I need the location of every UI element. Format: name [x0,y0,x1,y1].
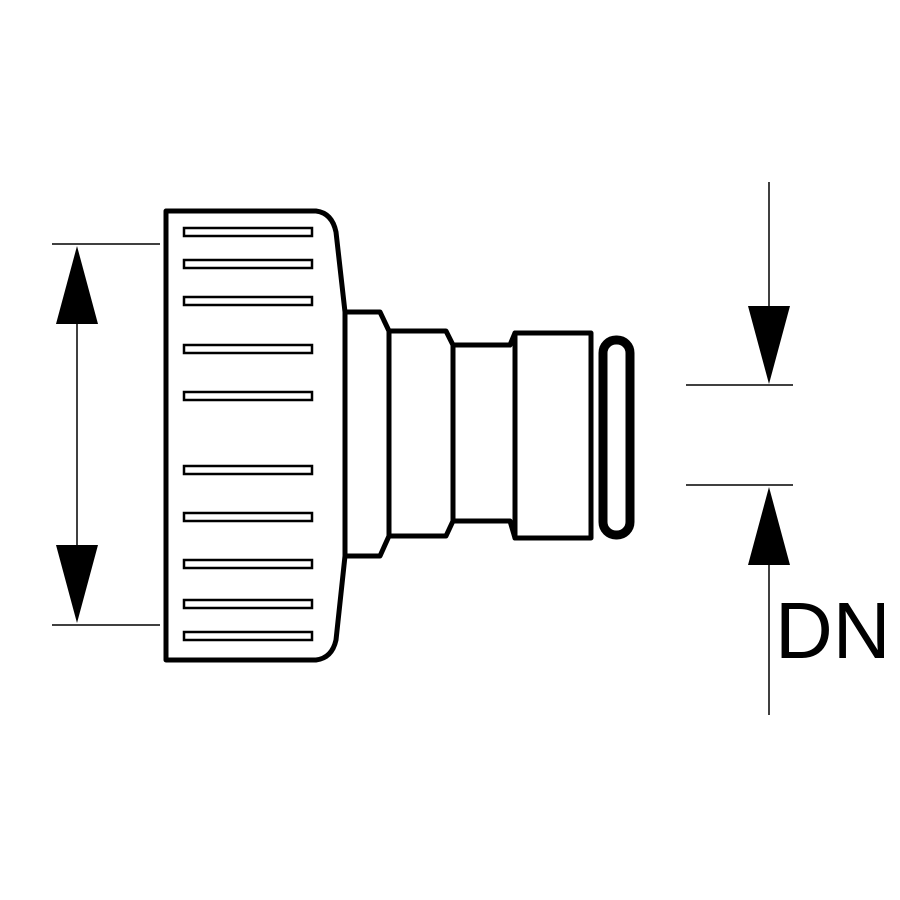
nut-rib [182,258,314,270]
o-ring-seal [598,335,635,540]
connector-step-3 [450,330,518,541]
nut-rib [182,558,314,570]
dimension-label: DN [775,586,891,675]
nut-rib [182,464,314,476]
nut-rib [182,226,314,238]
nut-rib [182,630,314,642]
left-arrow-up-icon [56,246,98,324]
nut-rib [182,390,314,402]
nut-rib [182,511,314,523]
left-arrow-down-icon [56,545,98,623]
right-arrow-up-icon [748,487,790,565]
nut-rib [182,598,314,610]
right-arrow-down-icon [748,306,790,384]
connector-step-2 [386,328,456,539]
nut-rib [182,343,314,355]
nut-rib [182,295,314,307]
nut-ribs [182,226,314,642]
connector-spigot [512,330,594,541]
knurled-nut-body [163,208,348,663]
connector-step-1 [342,309,392,559]
